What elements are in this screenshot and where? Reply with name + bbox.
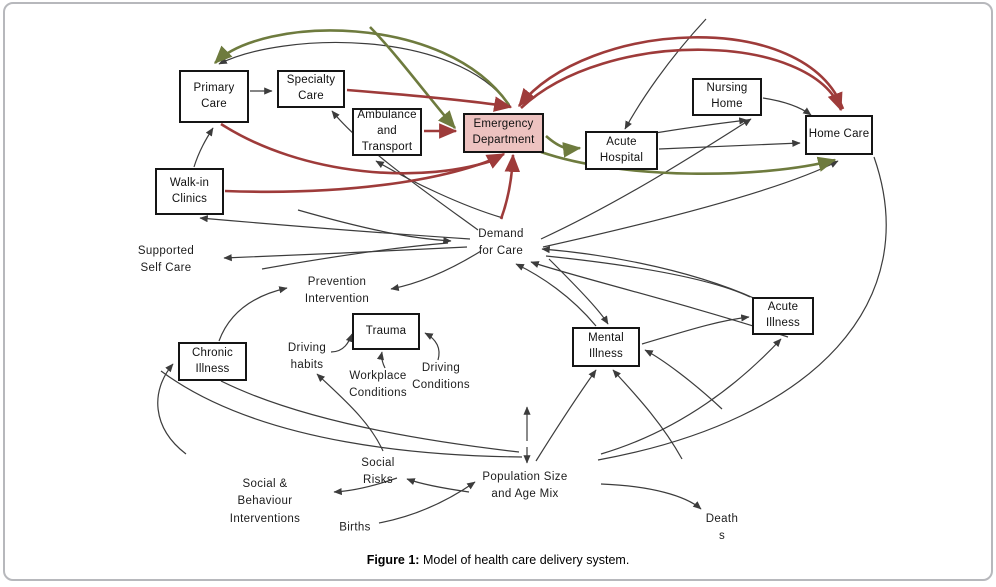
node-primary-care: Primary Care	[179, 70, 249, 123]
label-births: Births	[339, 521, 371, 534]
label-driving-conditions: Driving Conditions	[412, 361, 470, 391]
node-acute-hospital: Acute Hospital	[585, 131, 658, 170]
label-driving-habits: Driving habits	[287, 341, 327, 371]
figure-caption-number: Figure 1:	[366, 553, 420, 567]
black-flow-arrows	[157, 18, 887, 524]
figure-frame	[3, 2, 993, 581]
figure-caption-text: Model of health care delivery system.	[419, 553, 630, 567]
node-nursing-home: Nursing Home	[692, 78, 762, 116]
node-acute-illness: Acute Illness	[752, 297, 814, 335]
node-trauma: Trauma	[352, 313, 420, 350]
label-prevention-intervention: Prevention Intervention	[304, 275, 370, 305]
label-workplace-conditions: Workplace Conditions	[349, 369, 407, 399]
label-demand-for-care: Demand for Care	[478, 227, 524, 257]
node-mental-illness: Mental Illness	[572, 327, 640, 367]
olive-flow-arrows	[214, 26, 837, 176]
maroon-flow-arrows	[220, 36, 845, 220]
node-walk-in-clinics: Walk-in Clinics	[155, 168, 224, 215]
label-supported-self-care: Supported Self Care	[137, 244, 195, 274]
label-social-behaviour-interventions: Social & Behaviour Interventions	[229, 478, 301, 525]
node-home-care: Home Care	[805, 115, 873, 155]
node-chronic-illness: Chronic Illness	[178, 342, 247, 381]
label-deaths: Death s	[705, 512, 739, 542]
node-specialty-care: Specialty Care	[277, 70, 345, 108]
figure-caption: Figure 1: Model of health care delivery …	[0, 553, 996, 567]
label-social-risks: Social Risks	[361, 456, 395, 486]
node-emergency-department: Emergency Department	[463, 113, 544, 153]
label-population-size-age-mix: Population Size and Age Mix	[482, 470, 568, 500]
node-ambulance-transport: Ambulance and Transport	[352, 108, 422, 156]
